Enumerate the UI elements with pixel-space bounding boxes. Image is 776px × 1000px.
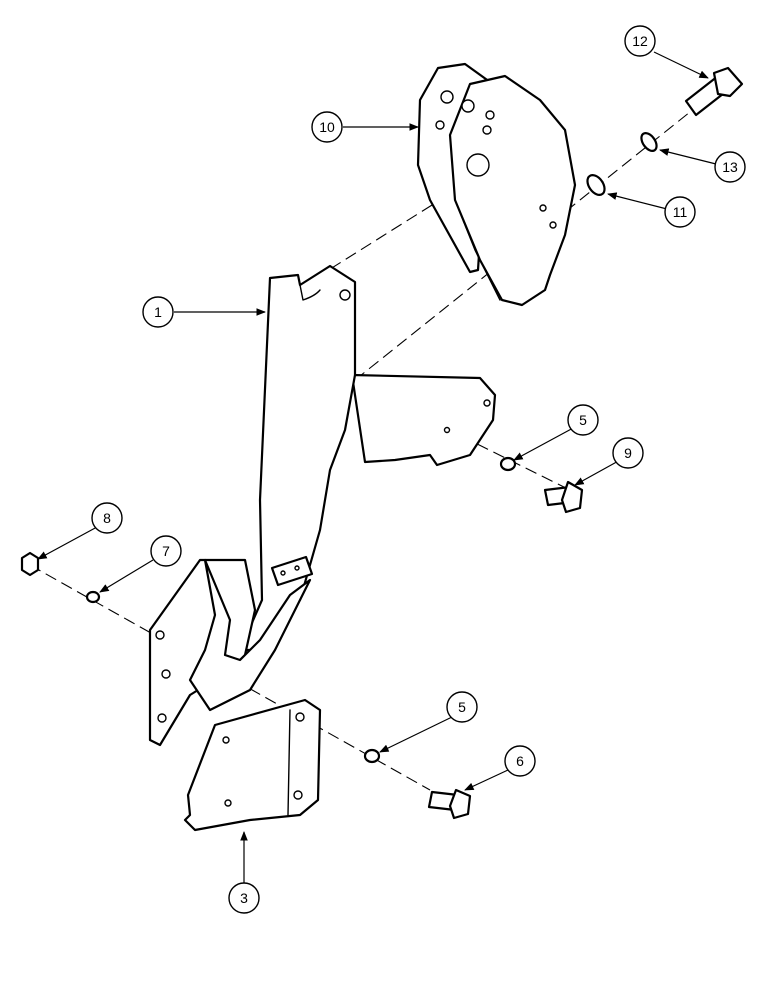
callout-7: 7 [150, 535, 182, 567]
bolt-6 [427, 788, 472, 820]
callout-10-label: 10 [319, 119, 335, 135]
callout-3: 3 [228, 882, 260, 914]
callout-13: 13 [714, 151, 746, 183]
callout-9: 9 [612, 437, 644, 469]
callout-3-label: 3 [240, 890, 248, 906]
callout-11-label: 11 [673, 204, 688, 220]
callout-9-label: 9 [624, 445, 632, 461]
part-1-main-upright [148, 264, 497, 747]
washer-5-upper [499, 456, 517, 472]
washer-11 [586, 174, 606, 196]
bolt-12 [684, 66, 744, 117]
part-3-lower-bracket [183, 698, 322, 832]
callout-10: 10 [311, 111, 343, 143]
washer-7 [85, 590, 101, 604]
leader-lines [37, 51, 717, 883]
hardware-items [20, 66, 744, 820]
bolt-9 [543, 480, 584, 514]
callout-8: 8 [91, 502, 123, 534]
callout-5a-label: 5 [579, 412, 587, 428]
callout-8-label: 8 [103, 510, 111, 526]
nut-8 [20, 551, 40, 577]
callout-1: 1 [142, 296, 174, 328]
callout-12: 12 [624, 25, 656, 57]
part-10-bracket-plate [416, 62, 577, 307]
callout-5b-label: 5 [458, 699, 466, 715]
callout-11: 11 [664, 196, 696, 228]
callout-6-label: 6 [516, 753, 524, 769]
callout-5a: 5 [567, 404, 599, 436]
callout-7-label: 7 [162, 543, 170, 559]
callout-5b: 5 [446, 691, 478, 723]
callout-12-label: 12 [632, 33, 648, 49]
callout-balloons: 1 3 5 5 6 7 8 9 [91, 25, 746, 914]
washer-5-lower [363, 748, 381, 764]
callout-6: 6 [504, 745, 536, 777]
callout-1-label: 1 [154, 304, 162, 320]
washer-13 [640, 132, 658, 152]
callout-13-label: 13 [722, 159, 738, 175]
assembly-centerlines [29, 111, 691, 791]
